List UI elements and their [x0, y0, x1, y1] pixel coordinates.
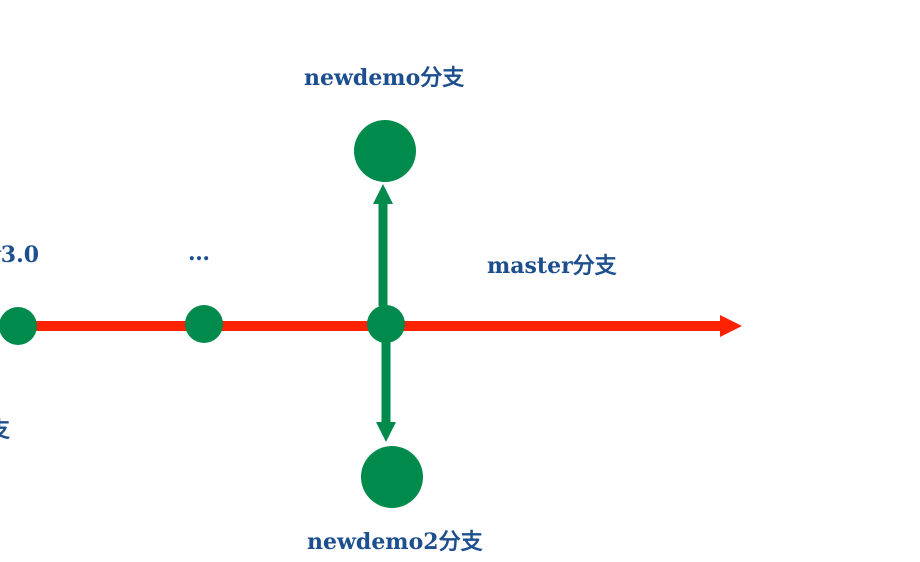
version-label: v3.0 — [0, 242, 39, 268]
newdemo2-arrowhead — [376, 422, 396, 442]
newdemo-branch-node — [354, 120, 416, 182]
commit-node-v3 — [0, 307, 37, 345]
left-fragment-label: 支 — [0, 417, 11, 443]
newdemo-branch-label: newdemo分支 — [304, 65, 465, 91]
newdemo-arrowhead — [373, 184, 393, 204]
master-arrowhead — [720, 315, 742, 337]
newdemo2-branch-label: newdemo2分支 — [307, 529, 484, 555]
commit-node-branch-point — [367, 305, 405, 343]
newdemo2-branch-node — [361, 446, 423, 508]
ellipsis-label: … — [188, 240, 210, 266]
master-branch-label: master分支 — [487, 253, 618, 279]
commit-node-middle — [185, 305, 223, 343]
